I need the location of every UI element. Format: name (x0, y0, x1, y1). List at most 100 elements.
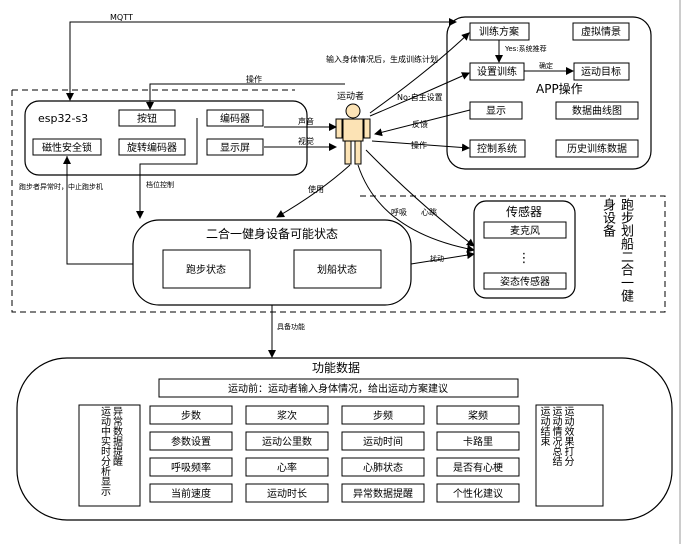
func-cell-label: 浆次 (277, 409, 297, 422)
breath-label: 呼吸 (391, 207, 407, 217)
func-cell-box (149, 405, 233, 425)
rot-encoder-box (118, 138, 186, 156)
func-cell-box (436, 457, 520, 477)
func-cell-label: 当前速度 (171, 487, 211, 500)
feedback-label: 反馈 (412, 119, 428, 129)
disturb-label: 扰动 (430, 254, 444, 263)
virtual-scene-label: 虚拟情景 (581, 25, 621, 38)
sensor-title: 传感器 (506, 204, 542, 219)
func-cell-label: 心率 (277, 461, 297, 474)
has-func-label: 具备功能 (277, 322, 305, 331)
func-cell-box (341, 457, 425, 477)
app-title: APP操作 (536, 81, 583, 96)
run-state-box (162, 249, 251, 289)
func-cell-box (245, 457, 329, 477)
func-title: 功能数据 (312, 360, 360, 375)
operate-right-label: 操作 (411, 140, 427, 150)
func-cell-label: 呼吸频率 (171, 461, 211, 474)
during-box (78, 404, 141, 507)
func-cell-box (436, 405, 520, 425)
mic-label: 麦克风 (510, 225, 540, 237)
row-state-box (293, 249, 382, 289)
side-title-wrap: 跑步划船二合一健身设备 (600, 198, 633, 302)
confirm-label: 确定 (539, 61, 553, 70)
mqtt-label: MQTT (110, 13, 133, 22)
goal-label: 运动目标 (581, 66, 621, 78)
func-cell-box (245, 405, 329, 425)
func-cell-label: 卡路里 (463, 435, 493, 448)
use-arrow (276, 164, 351, 218)
operate-right-arrow (371, 140, 470, 152)
vision-label: 视觉 (298, 136, 314, 146)
after-text-wrap: 运动效果打分 运动情况总结 运动结束 (538, 406, 573, 466)
device-title: 二合一健身设备可能状态 (206, 226, 338, 241)
func-cell-box (341, 483, 425, 503)
func-grid: 步数浆次步频桨频参数设置运动公里数运动时间卡路里呼吸频率心率心肺状态是否有心梗当… (149, 405, 520, 503)
func-cell-box (149, 457, 233, 477)
athlete-to-set-arrow (369, 72, 470, 117)
pose-label: 姿态传感器 (500, 275, 550, 288)
button-box (118, 109, 176, 127)
func-cell-label: 桨频 (468, 409, 488, 422)
sensor-ellipsis: ⋮ (518, 251, 531, 266)
button-label: 按钮 (137, 112, 157, 125)
func-cell-label: 异常数据提醒 (353, 487, 413, 500)
history-label: 历史训练数据 (567, 142, 627, 155)
during-text-wrap: 异常数据提醒 运动中实时分析显示 (99, 406, 122, 496)
func-cell-box (149, 483, 233, 503)
yes-rec-label: Yes:系统推荐 (504, 44, 547, 53)
control-label: 控制系统 (477, 142, 517, 155)
func-cell-box (341, 431, 425, 451)
func-cell-box (245, 483, 329, 503)
virtual-scene-box (572, 22, 630, 41)
mic-box (483, 221, 567, 239)
screen-label: 显示屏 (220, 142, 250, 154)
before-box (158, 378, 519, 398)
operate-top-arrow (146, 83, 345, 110)
disturb-arrow (410, 251, 475, 265)
func-cell-label: 参数设置 (171, 435, 211, 448)
func-cell-box (436, 431, 520, 451)
func-cell-label: 个性化建议 (453, 487, 503, 500)
control-box (469, 139, 526, 158)
set-training-label: 设置训练 (477, 65, 517, 78)
func-cell-box (245, 431, 329, 451)
esp32-title: esp32-s3 (38, 112, 88, 125)
no-self-set-label: No:自主设置 (397, 92, 443, 102)
row-state-label: 划船状态 (317, 263, 357, 276)
athlete-figure (335, 103, 371, 165)
input-body-label: 输入身体情况后，生成训练计划 (326, 54, 438, 64)
history-box (555, 139, 639, 158)
func-cell-label: 运动时长 (267, 488, 307, 500)
encoder-box (206, 109, 264, 127)
sound-label: 声音 (298, 116, 314, 126)
mag-lock-label: 磁性安全锁 (42, 141, 92, 154)
use-label: 使用 (308, 184, 324, 194)
func-cell-label: 步频 (373, 409, 393, 422)
before-label: 运动前：运动者输入身体情况，给出运动方案建议 (228, 382, 448, 395)
mag-lock-box (32, 138, 102, 156)
func-cell-label: 运动公里数 (262, 435, 312, 448)
func-cell-box (149, 431, 233, 451)
gear-control-arrow (136, 118, 198, 219)
func-cell-label: 步数 (181, 409, 201, 422)
pose-box (483, 272, 567, 290)
system-boundary (11, 89, 666, 313)
func-cell-box (341, 405, 425, 425)
curve-box (555, 101, 639, 120)
stop-label: 跑步者异常时，中止跑步机 (19, 182, 103, 191)
after-text: 运动效果打分 运动情况总结 运动结束 (538, 406, 573, 466)
run-state-label: 跑步状态 (186, 263, 226, 276)
training-plan-label: 训练方案 (479, 25, 519, 38)
display-label: 显示 (486, 105, 506, 117)
side-title: 跑步划船二合一健身设备 (600, 198, 633, 302)
heart-arrow (365, 149, 475, 247)
heart-label: 心跳 (421, 207, 437, 217)
func-cell-label: 运动时间 (363, 435, 403, 448)
curve-label: 数据曲线图 (572, 104, 622, 117)
func-cell-label: 心肺状态 (363, 461, 403, 474)
after-box (535, 404, 604, 507)
athlete-label: 运动者 (337, 91, 364, 102)
operate-top-label: 操作 (246, 74, 262, 84)
